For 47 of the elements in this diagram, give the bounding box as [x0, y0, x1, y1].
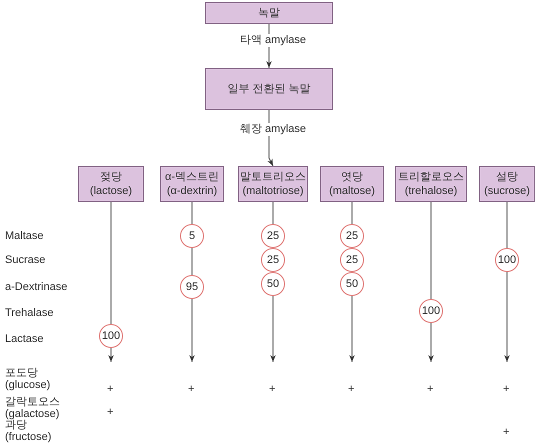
connector-line	[110, 202, 112, 324]
plus-sign: +	[269, 383, 276, 395]
plus-sign: +	[427, 383, 434, 395]
sugar-box: 말토트리오스 (maltotriose)	[238, 166, 308, 202]
percent-circle: 25	[340, 248, 364, 272]
plus-sign: +	[503, 426, 510, 438]
enzyme-label: Lactase	[5, 333, 45, 345]
product-label: 포도당 (glucose)	[5, 367, 52, 391]
percent-circle: 50	[340, 272, 364, 296]
arrow	[189, 298, 195, 362]
arrow	[349, 296, 355, 362]
percent-circle: 100	[99, 324, 123, 348]
edge-label: 타액 amylase	[238, 34, 308, 47]
plus-sign: +	[503, 383, 510, 395]
product-label: 갈락토오스 (galactose)	[5, 396, 61, 420]
plus-sign: +	[107, 406, 114, 418]
sugar-box: 트리할로오스 (trehalose)	[395, 166, 467, 202]
sugar-box: 엿당 (maltose)	[320, 166, 384, 202]
percent-circle: 25	[340, 224, 364, 248]
edge-label: 췌장 amylase	[238, 123, 308, 136]
arrow	[108, 348, 114, 362]
enzyme-label: Trehalase	[5, 307, 55, 319]
product-label: 과당 (fructose)	[5, 419, 52, 443]
percent-circle: 5	[180, 224, 204, 248]
connector-line	[272, 202, 274, 224]
sugar-box: 젖당 (lactose)	[78, 166, 144, 202]
arrow	[504, 272, 510, 362]
percent-circle: 95	[180, 275, 204, 299]
sugar-box: 일부 전환된 녹말	[205, 68, 333, 110]
connector-line	[430, 202, 432, 300]
enzyme-label: Sucrase	[5, 254, 46, 266]
enzyme-label: a-Dextrinase	[5, 281, 68, 293]
connector-line	[506, 202, 508, 248]
percent-circle: 25	[261, 224, 285, 248]
sugar-box: 설탕 (sucrose)	[479, 166, 535, 202]
plus-sign: +	[348, 383, 356, 395]
percent-circle: 50	[261, 272, 285, 296]
percent-circle: 25	[261, 248, 285, 272]
percent-circle: 100	[495, 248, 519, 272]
arrow	[428, 322, 434, 362]
sugar-box: α-덱스트린 (α-dextrin)	[160, 166, 224, 202]
plus-sign: +	[188, 383, 196, 395]
arrow	[270, 296, 276, 362]
sugar-box: 녹말	[205, 2, 333, 24]
plus-sign: +	[107, 383, 114, 395]
percent-circle: 100	[419, 299, 443, 323]
enzyme-label: Maltase	[5, 230, 45, 242]
